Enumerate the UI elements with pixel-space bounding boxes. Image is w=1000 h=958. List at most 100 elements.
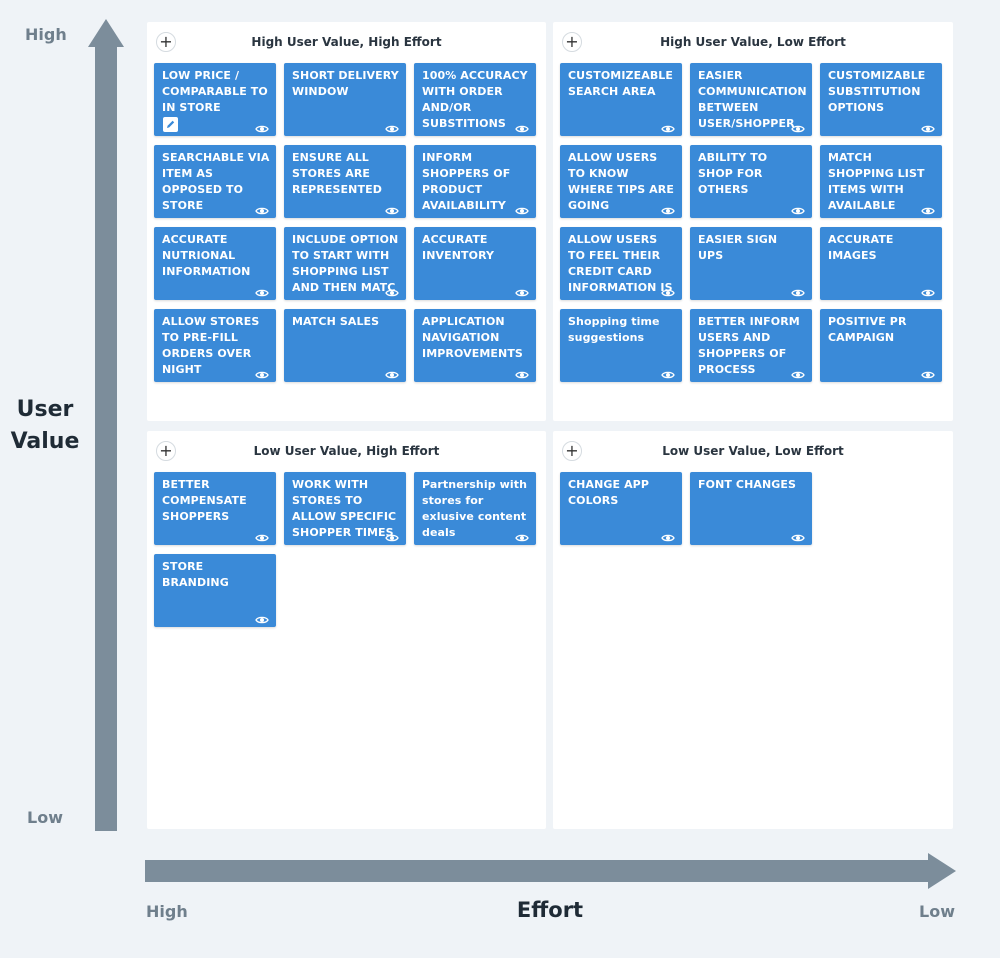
x-axis-low-label: Low — [919, 902, 955, 921]
quadrant-low-value-high-effort: + Low User Value, High Effort BETTER COM… — [147, 431, 546, 829]
card-label: POSITIVE PR CAMPAIGN — [828, 315, 907, 344]
card-label: Shopping time suggestions — [568, 315, 660, 344]
eye-icon[interactable] — [255, 528, 269, 542]
eye-icon[interactable] — [791, 119, 805, 133]
card-label: APPLICATION NAVIGATION IMPROVEMENTS — [422, 315, 523, 360]
card-label: SHORT DELIVERY WINDOW — [292, 69, 399, 98]
card-label: SEARCHABLE VIA ITEM AS OPPOSED TO STORE — [162, 151, 270, 212]
idea-card[interactable]: LOW PRICE / COMPARABLE TO IN STORE — [154, 63, 276, 136]
card-label: EASIER COMMUNICATION BETWEEN USER/SHOPPE… — [698, 69, 806, 130]
eye-icon[interactable] — [661, 201, 675, 215]
eye-icon[interactable] — [385, 528, 399, 542]
card-label: INFORM SHOPPERS OF PRODUCT AVAILABILITY — [422, 151, 511, 212]
add-card-button[interactable]: + — [156, 32, 176, 52]
eye-icon[interactable] — [385, 365, 399, 379]
card-label: CUSTOMIZEABLE SEARCH AREA — [568, 69, 674, 98]
idea-card[interactable]: SEARCHABLE VIA ITEM AS OPPOSED TO STORE — [154, 145, 276, 218]
idea-card[interactable]: INCLUDE OPTION TO START WITH SHOPPING LI… — [284, 227, 406, 300]
card-label: ABILITY TO SHOP FOR OTHERS — [698, 151, 768, 196]
quadrant-header: + Low User Value, Low Effort — [553, 431, 953, 471]
idea-card[interactable]: ACCURATE INVENTORY — [414, 227, 536, 300]
idea-card[interactable]: 100% ACCURACY WITH ORDER AND/OR SUBSTITI… — [414, 63, 536, 136]
idea-card[interactable]: STORE BRANDING — [154, 554, 276, 627]
eye-icon[interactable] — [791, 201, 805, 215]
idea-card[interactable]: BETTER INFORM USERS AND SHOPPERS OF PROC… — [690, 309, 812, 382]
eye-icon[interactable] — [661, 528, 675, 542]
idea-card[interactable]: BETTER COMPENSATE SHOPPERS — [154, 472, 276, 545]
eye-icon[interactable] — [661, 283, 675, 297]
eye-icon[interactable] — [515, 528, 529, 542]
eye-icon[interactable] — [921, 283, 935, 297]
add-card-button[interactable]: + — [562, 32, 582, 52]
eye-icon[interactable] — [255, 201, 269, 215]
edit-pencil-icon[interactable] — [163, 117, 178, 132]
idea-card[interactable]: ACCURATE NUTRIONAL INFORMATION — [154, 227, 276, 300]
idea-card[interactable]: ALLOW USERS TO FEEL THEIR CREDIT CARD IN… — [560, 227, 682, 300]
add-card-button[interactable]: + — [156, 441, 176, 461]
card-label: ALLOW STORES TO PRE-FILL ORDERS OVER NIG… — [162, 315, 260, 376]
eye-icon[interactable] — [791, 365, 805, 379]
quadrant-header: + Low User Value, High Effort — [147, 431, 546, 471]
idea-card[interactable]: WORK WITH STORES TO ALLOW SPECIFIC SHOPP… — [284, 472, 406, 545]
x-axis-high-label: High — [146, 902, 188, 921]
eye-icon[interactable] — [515, 201, 529, 215]
eye-icon[interactable] — [791, 283, 805, 297]
eye-icon[interactable] — [921, 119, 935, 133]
card-label: LOW PRICE / COMPARABLE TO IN STORE — [162, 69, 268, 114]
card-label: MATCH SALES — [292, 315, 380, 328]
x-axis-title: Effort — [516, 898, 584, 922]
idea-card[interactable]: CUSTOMIZEABLE SEARCH AREA — [560, 63, 682, 136]
card-label: STORE BRANDING — [162, 560, 229, 589]
idea-card[interactable]: EASIER SIGN UPS — [690, 227, 812, 300]
idea-card[interactable]: FONT CHANGES — [690, 472, 812, 545]
x-axis-arrowhead — [928, 853, 956, 889]
eye-icon[interactable] — [661, 119, 675, 133]
idea-card[interactable]: POSITIVE PR CAMPAIGN — [820, 309, 942, 382]
card-label: BETTER INFORM USERS AND SHOPPERS OF PROC… — [698, 315, 800, 376]
idea-card[interactable]: CHANGE APP COLORS — [560, 472, 682, 545]
idea-card[interactable]: MATCH SHOPPING LIST ITEMS WITH AVAILABLE… — [820, 145, 942, 218]
card-label: Partnership with stores for exlusive con… — [422, 478, 528, 539]
y-axis-arrowhead — [88, 19, 124, 47]
y-axis-high-label: High — [25, 25, 67, 44]
eye-icon[interactable] — [385, 201, 399, 215]
idea-card[interactable]: SHORT DELIVERY WINDOW — [284, 63, 406, 136]
eye-icon[interactable] — [921, 365, 935, 379]
eye-icon[interactable] — [515, 283, 529, 297]
quadrant-low-value-low-effort: + Low User Value, Low Effort CHANGE APP … — [553, 431, 953, 829]
eye-icon[interactable] — [921, 201, 935, 215]
idea-card[interactable]: INFORM SHOPPERS OF PRODUCT AVAILABILITY — [414, 145, 536, 218]
idea-card[interactable]: Shopping time suggestions — [560, 309, 682, 382]
card-grid: LOW PRICE / COMPARABLE TO IN STORE SHORT … — [154, 63, 536, 382]
x-axis-arrow — [145, 860, 932, 882]
eye-icon[interactable] — [515, 119, 529, 133]
card-label: CHANGE APP COLORS — [568, 478, 650, 507]
quadrant-high-value-high-effort: + High User Value, High Effort LOW PRICE… — [147, 22, 546, 421]
idea-card[interactable]: CUSTOMIZABLE SUBSTITUTION OPTIONS — [820, 63, 942, 136]
eye-icon[interactable] — [255, 119, 269, 133]
idea-card[interactable]: APPLICATION NAVIGATION IMPROVEMENTS — [414, 309, 536, 382]
quadrant-title: High User Value, High Effort — [251, 35, 442, 49]
eye-icon[interactable] — [255, 283, 269, 297]
idea-card[interactable]: ACCURATE IMAGES — [820, 227, 942, 300]
idea-card[interactable]: ALLOW STORES TO PRE-FILL ORDERS OVER NIG… — [154, 309, 276, 382]
eye-icon[interactable] — [661, 365, 675, 379]
idea-card[interactable]: ENSURE ALL STORES ARE REPRESENTED — [284, 145, 406, 218]
eye-icon[interactable] — [255, 365, 269, 379]
eye-icon[interactable] — [385, 119, 399, 133]
idea-card[interactable]: ABILITY TO SHOP FOR OTHERS — [690, 145, 812, 218]
eye-icon[interactable] — [515, 365, 529, 379]
idea-card[interactable]: Partnership with stores for exlusive con… — [414, 472, 536, 545]
idea-card[interactable]: ALLOW USERS TO KNOW WHERE TIPS ARE GOING — [560, 145, 682, 218]
quadrant-header: + High User Value, High Effort — [147, 22, 546, 62]
idea-card[interactable]: MATCH SALES — [284, 309, 406, 382]
card-grid: BETTER COMPENSATE SHOPPERS WORK WITH STOR… — [154, 472, 536, 627]
eye-icon[interactable] — [255, 610, 269, 624]
eye-icon[interactable] — [385, 283, 399, 297]
card-label: ALLOW USERS TO KNOW WHERE TIPS ARE GOING — [568, 151, 674, 212]
eye-icon[interactable] — [791, 528, 805, 542]
idea-card[interactable]: EASIER COMMUNICATION BETWEEN USER/SHOPPE… — [690, 63, 812, 136]
quadrant-title: Low User Value, High Effort — [253, 444, 440, 458]
card-label: BETTER COMPENSATE SHOPPERS — [162, 478, 247, 523]
add-card-button[interactable]: + — [562, 441, 582, 461]
